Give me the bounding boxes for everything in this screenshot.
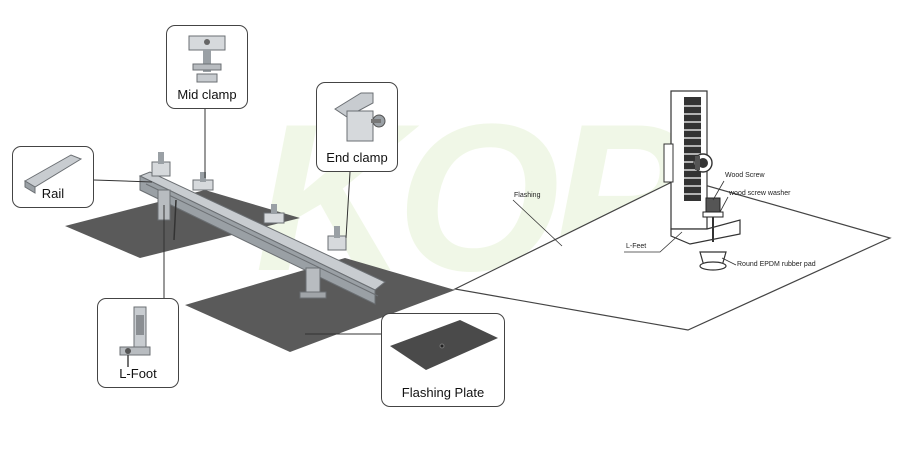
wood-screw-assembly [702,197,724,242]
callout-rail: Rail [12,146,94,208]
label-wood-screw: Wood Screw [725,172,765,179]
flashing-plate-thumbnail [390,320,498,370]
leader-wood-screw [712,180,725,201]
l-foot-front [299,267,327,299]
end-clamp-rear [151,152,171,177]
leader-washer [719,196,729,213]
leader-flashing [512,199,563,247]
label-l-feet: L-Feet [626,243,647,250]
leader-end-clamp [345,171,351,239]
l-feet-bracket [663,90,741,245]
mid-clamp-2 [263,204,285,224]
rubber-pad [699,251,727,271]
bolt-nut [693,153,713,173]
l-foot-thumbnail [119,306,151,367]
callout-mid-clamp: Mid clamp [166,25,248,109]
label-wood-screw-washer: wood screw washer [729,190,791,197]
leader-rail [93,179,153,183]
end-clamp-front [327,226,347,251]
end-clamp-thumbnail [334,92,386,142]
label-flashing: Flashing [514,192,541,199]
callout-l-foot: L-Foot [97,298,179,388]
mid-clamp-label: Mid clamp [177,87,237,102]
flashing-plate-front [185,258,455,352]
label-rubber-pad: Round EPDM rubber pad [737,261,816,268]
mid-clamp-1 [192,172,214,191]
mid-clamp-thumbnail [188,35,226,83]
flashing-sheet [453,177,892,331]
leader-rubber-pad [721,257,737,266]
callout-end-clamp: End clamp [316,82,398,172]
flashing-plate-back [65,190,300,258]
rail-thumbnail [24,154,83,194]
rail-label: Rail [41,186,65,201]
leader-l-feet [624,231,683,253]
callout-flashing-plate: Flashing Plate [381,313,505,407]
flashing-plate-label: Flashing Plate [401,385,485,400]
end-clamp-label: End clamp [326,150,388,165]
l-foot-label: L-Foot [119,366,157,381]
